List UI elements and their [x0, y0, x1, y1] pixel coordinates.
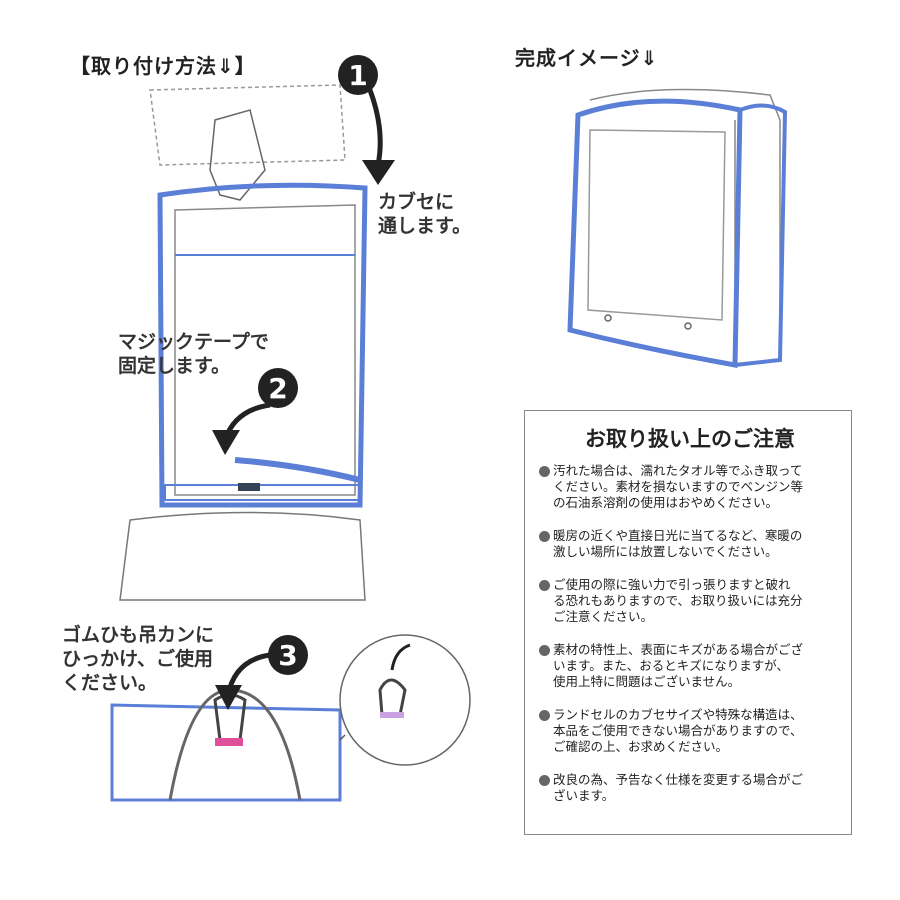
step-2-text: マジックテープで 固定します。: [118, 331, 269, 377]
care-note-text: 汚れた場合は、濡れたタオル等でふき取って ください。素材を損ないますのでベンジン…: [553, 463, 804, 510]
care-note: 暖房の近くや直接日光に当てるなど、寒暖の 激しい場所には放置しないでください。: [539, 528, 841, 560]
care-note: ランドセルのカブセサイズや特殊な構造は、 本品をご使用できない場合がありますので…: [539, 707, 841, 755]
bullet-icon: [539, 531, 550, 542]
bullet-icon: [539, 466, 550, 477]
finished-cover-illustration: [567, 88, 788, 368]
care-note-text: 暖房の近くや直接日光に当てるなど、寒暖の 激しい場所には放置しないでください。: [553, 528, 803, 559]
care-note-text: 改良の為、予告なく仕様を変更する場合がご ざいます。: [553, 772, 804, 803]
care-note: ご使用の際に強い力で引っ張りますと破れ る恐れもありますので、お取り扱いには充分…: [539, 577, 841, 625]
bullet-icon: [539, 645, 550, 656]
strap-hook-illustration: [110, 634, 471, 802]
care-note: 素材の特性上、表面にキズがある場合がござ います。また、おるとキズになりますが、…: [539, 642, 841, 690]
step-2-badge: 2: [258, 368, 298, 408]
care-notes-title: お取り扱い上のご注意: [585, 427, 795, 451]
care-note-text: 素材の特性上、表面にキズがある場合がござ います。また、おるとキズになりますが、…: [553, 642, 804, 689]
bullet-icon: [539, 580, 550, 591]
bullet-icon: [539, 710, 550, 721]
bullet-icon: [539, 775, 550, 786]
cover-install-illustration: [119, 84, 395, 601]
result-title: 完成イメージ⇓: [515, 46, 659, 70]
step-3-text: ゴムひも吊カンに ひっかけ、ご使用 ください。: [62, 624, 215, 694]
care-note: 改良の為、予告なく仕様を変更する場合がご ざいます。: [539, 772, 841, 804]
install-title: 【取り付け方法⇓】: [70, 54, 256, 78]
step-1-badge: 1: [338, 55, 378, 95]
care-note-text: ランドセルのカブセサイズや特殊な構造は、 本品をご使用できない場合がありますので…: [553, 707, 803, 754]
care-note: 汚れた場合は、濡れたタオル等でふき取って ください。素材を損ないますのでベンジン…: [539, 463, 841, 511]
step-3-badge: 3: [268, 635, 308, 675]
step-1-text: カブセに 通します。: [378, 191, 472, 237]
care-notes-box: お取り扱い上のご注意 汚れた場合は、濡れたタオル等でふき取って ください。素材を…: [524, 410, 852, 835]
care-note-text: ご使用の際に強い力で引っ張りますと破れ る恐れもありますので、お取り扱いには充分…: [553, 577, 803, 624]
